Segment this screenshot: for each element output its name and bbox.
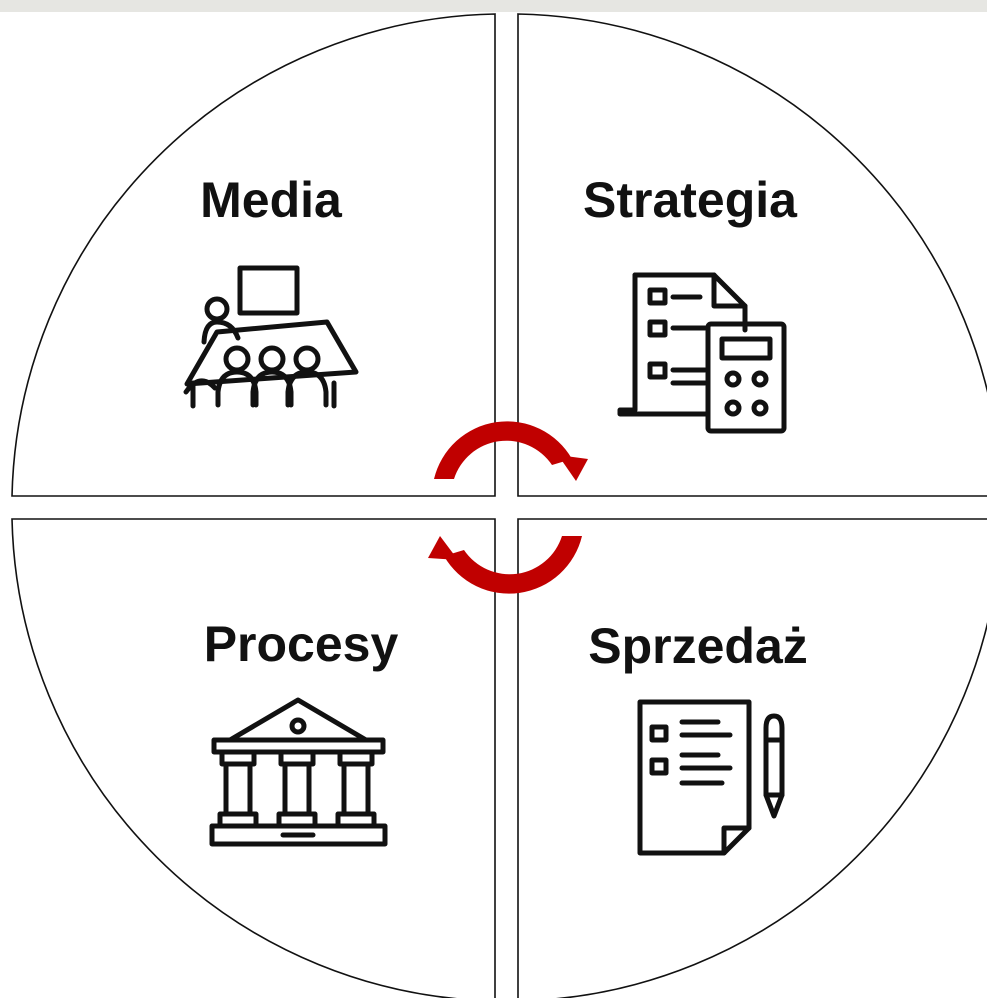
quadrant-bottom-right [517,518,987,998]
quadrant-top-left [11,13,496,497]
form-pencil-icon [637,699,785,856]
quadrant-top-right [517,13,987,497]
presentation-audience-icon [183,265,359,409]
institution-building-icon [209,697,388,847]
quadrant-label-media: Media [200,172,342,228]
quadrant-label-procesy: Procesy [203,616,399,672]
quadrant-label-strategia: Strategia [583,172,797,228]
document-calculator-icon [617,272,787,434]
quadrant-label-sprzedaz: Sprzedaż [588,618,808,674]
cycle-arrow-bottom [444,536,582,594]
cycle-arrow-bottom-head [428,536,458,560]
cycle-arrow-top-head [558,455,588,481]
top-strip [0,0,987,12]
circular-arrows-icon [428,421,588,594]
cycle-arrow-top [434,421,572,479]
